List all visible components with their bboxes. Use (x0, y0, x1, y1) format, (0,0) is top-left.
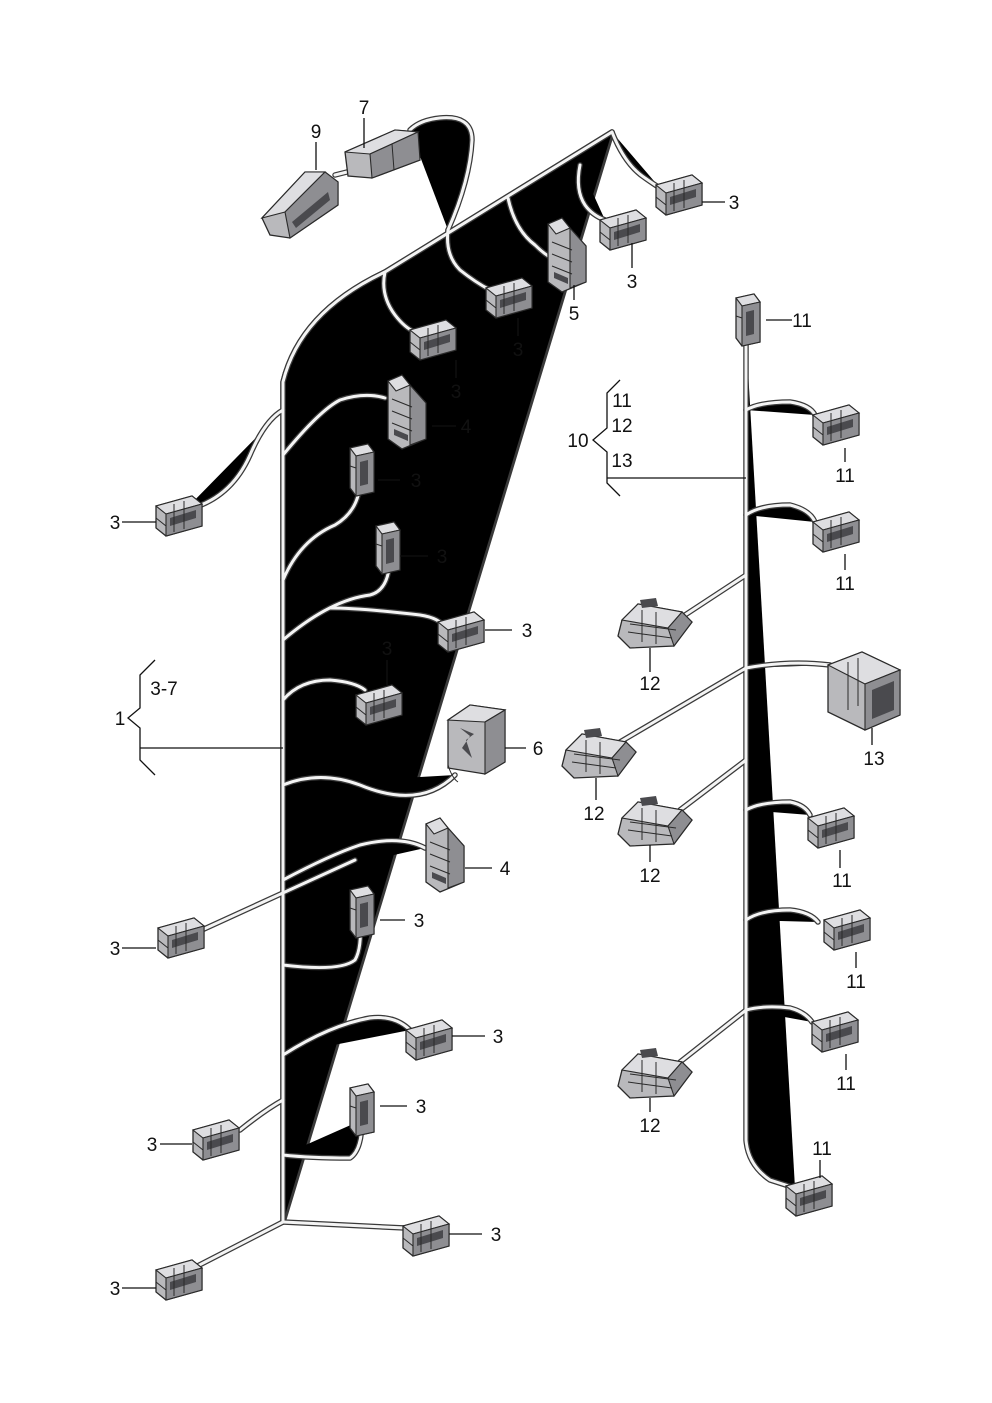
connector-part-3[interactable] (157, 917, 205, 959)
label-3: 3 (513, 340, 524, 361)
label-12: 12 (639, 674, 660, 695)
connector-part-12[interactable] (561, 727, 637, 779)
label-3: 3 (729, 193, 740, 214)
label-11: 11 (846, 972, 866, 993)
label-11: 11 (792, 311, 812, 332)
label-11: 11 (612, 391, 632, 412)
label-12: 12 (611, 416, 632, 437)
label-11: 11 (835, 466, 855, 487)
label-3: 3 (522, 621, 533, 642)
connector-part-3[interactable] (655, 174, 703, 216)
label-3: 3 (110, 1279, 121, 1300)
label-11: 11 (832, 871, 852, 892)
connector-part-9[interactable] (260, 171, 339, 239)
label-3: 3 (414, 911, 425, 932)
label-3: 3 (437, 547, 448, 568)
connector-part-11[interactable] (807, 807, 855, 849)
label-3: 3 (411, 471, 422, 492)
connector-part-3[interactable] (349, 443, 375, 497)
label-11: 11 (835, 574, 855, 595)
label-3: 3 (147, 1135, 158, 1156)
connector-part-3[interactable] (192, 1119, 240, 1161)
connector-part-3[interactable] (349, 1083, 375, 1137)
connector-part-11[interactable] (811, 1011, 859, 1053)
connector-part-3[interactable] (405, 1019, 453, 1061)
label-7: 7 (359, 98, 370, 119)
label-4: 4 (500, 859, 511, 880)
label-12: 12 (639, 1116, 660, 1137)
label-3: 3 (451, 382, 462, 403)
connector-part-11[interactable] (812, 511, 860, 553)
label-9: 9 (311, 122, 322, 143)
label-4: 4 (461, 417, 472, 438)
label-3: 3 (110, 513, 121, 534)
label-6: 6 (533, 739, 544, 760)
connector-part-3[interactable] (375, 521, 401, 575)
label-3: 3 (627, 272, 638, 293)
label-3: 3 (382, 639, 393, 660)
label-3-7: 3-7 (150, 679, 177, 700)
label-13: 13 (611, 451, 632, 472)
label-3: 3 (110, 939, 121, 960)
connector-part-11[interactable] (823, 909, 871, 951)
connector-part-6[interactable] (446, 704, 507, 783)
leader-lines (122, 118, 873, 1289)
connector-part-13[interactable] (826, 651, 902, 731)
label-12: 12 (639, 866, 660, 887)
connector-part-11[interactable] (812, 404, 860, 446)
part-labels: 7 9 3 3 5 3 3 4 3 3 3 3 3 3-7 1 6 4 3 3 … (110, 98, 885, 1300)
label-13: 13 (863, 749, 884, 770)
label-3: 3 (416, 1097, 427, 1118)
label-5: 5 (569, 304, 580, 325)
connector-part-3[interactable] (155, 495, 203, 537)
harness-1-wires (180, 118, 660, 1275)
connector-part-12[interactable] (617, 597, 693, 649)
connector-part-3[interactable] (402, 1215, 450, 1257)
connector-part-11[interactable] (735, 293, 761, 347)
label-3: 3 (491, 1225, 502, 1246)
connector-part-3[interactable] (599, 209, 647, 251)
connector-part-12[interactable] (617, 795, 693, 847)
connector-part-7[interactable] (344, 129, 421, 179)
label-12: 12 (583, 804, 604, 825)
connector-part-4[interactable] (425, 817, 465, 893)
label-11: 11 (812, 1139, 832, 1160)
connector-part-12[interactable] (617, 1047, 693, 1099)
connector-part-3[interactable] (155, 1259, 203, 1301)
label-10: 10 (567, 431, 588, 452)
label-1: 1 (115, 709, 126, 730)
label-3: 3 (493, 1027, 504, 1048)
harness-10-wires (620, 335, 830, 1188)
label-11: 11 (836, 1074, 856, 1095)
connector-part-3[interactable] (349, 885, 375, 939)
